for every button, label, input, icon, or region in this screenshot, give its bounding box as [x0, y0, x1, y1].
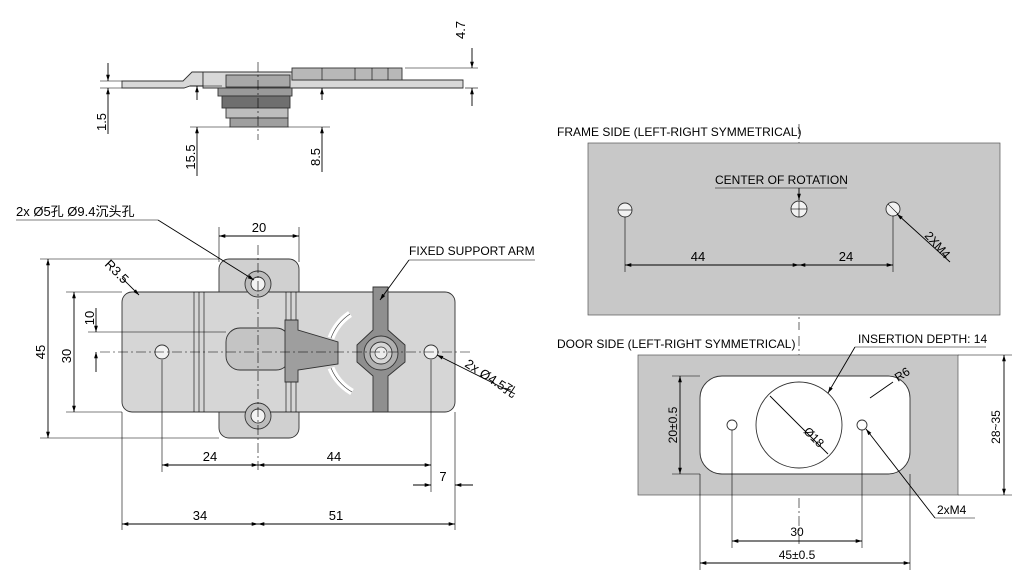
side-bushing-4: [229, 117, 289, 128]
dim-side-8-5: 8.5: [308, 148, 323, 166]
dim-door-20: 20±0.5: [666, 406, 680, 443]
side-bushing-3: [225, 107, 289, 119]
door-insertion-label: INSERTION DEPTH: 14: [858, 332, 987, 346]
side-bushing-1: [217, 87, 293, 97]
dim-front-20: 20: [252, 220, 266, 235]
frame-center-label: CENTER OF ROTATION: [715, 173, 848, 187]
frame-side-title: FRAME SIDE (LEFT-RIGHT SYMMETRICAL): [557, 125, 801, 139]
dim-front-7: 7: [439, 469, 446, 484]
dim-side-4-7: 4.7: [453, 21, 468, 39]
front-hole-note: 2x Ø5孔 Ø9.4沉头孔: [16, 204, 134, 219]
dim-front-51: 51: [329, 508, 343, 523]
door-hole-left: [726, 419, 738, 431]
door-hole-right: [856, 419, 868, 431]
dim-front-24: 24: [203, 449, 217, 464]
door-thread-label: 2xM4: [937, 503, 967, 517]
door-side-view: DOOR SIDE (LEFT-RIGHT SYMMETRICAL) Ø18 I…: [557, 332, 1012, 570]
side-bushing-2: [221, 95, 291, 109]
dim-front-10: 10: [82, 311, 97, 325]
dim-front-34: 34: [193, 508, 207, 523]
side-arm: [291, 67, 403, 81]
side-base-plate: [121, 71, 204, 89]
dim-frame-44: 44: [691, 249, 705, 264]
side-view: 4.7 1.5 15.5 8.5: [94, 21, 478, 176]
dim-door-30: 30: [790, 525, 804, 539]
front-slot-note: 2x Ø4.5孔: [462, 356, 519, 400]
front-view: 20 45 30 10 24 44 7 3: [16, 204, 535, 530]
dim-frame-24: 24: [839, 249, 853, 264]
dim-front-44: 44: [327, 449, 341, 464]
dim-door-45: 45±0.5: [779, 548, 816, 562]
dim-front-45: 45: [33, 345, 48, 359]
frame-panel: [587, 142, 1001, 316]
front-fixed-arm-label: FIXED SUPPORT ARM: [409, 244, 535, 258]
dim-door-28-35: 28~35: [989, 410, 1003, 444]
dim-side-1-5: 1.5: [94, 113, 109, 131]
front-radius-label: R3.5: [102, 257, 132, 287]
frame-side-view: FRAME SIDE (LEFT-RIGHT SYMMETRICAL) 44 2…: [557, 124, 1001, 330]
dim-front-30: 30: [59, 349, 74, 363]
door-side-title: DOOR SIDE (LEFT-RIGHT SYMMETRICAL): [557, 337, 795, 351]
dim-side-15-5: 15.5: [183, 144, 198, 169]
front-lever: [284, 319, 339, 383]
